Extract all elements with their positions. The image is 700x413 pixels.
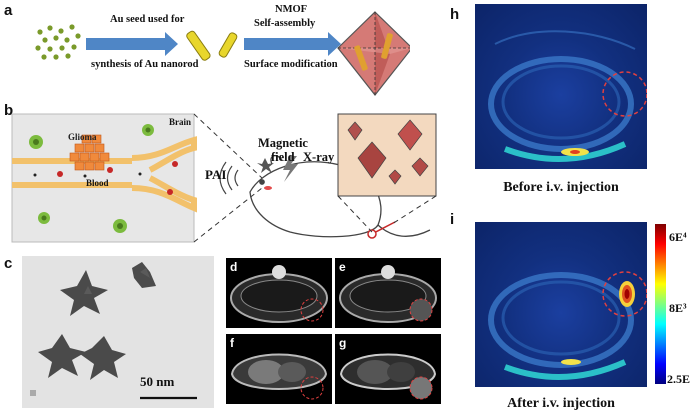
panel-label-g: g bbox=[339, 336, 347, 350]
panel-label-h: h bbox=[450, 6, 460, 23]
mouse-outline bbox=[249, 155, 431, 238]
neuron-cells bbox=[29, 124, 154, 233]
step2-text-1: NMOF bbox=[275, 4, 308, 15]
panel-label-e: e bbox=[339, 260, 346, 274]
scale-label: 50 nm bbox=[140, 374, 175, 389]
tem-image: 50 nm bbox=[22, 256, 214, 408]
xray-bolt-icon bbox=[283, 156, 298, 182]
caption-before: Before i.v. injection bbox=[503, 180, 619, 195]
panel-label-c: c bbox=[4, 255, 13, 272]
panel-label-f: f bbox=[230, 336, 234, 350]
magnetic-icon bbox=[257, 158, 274, 173]
step2-text-2: Self-assembly bbox=[254, 18, 316, 29]
magnetic-label-2: field bbox=[271, 150, 295, 164]
arrow-2 bbox=[244, 32, 341, 56]
panel-b-scheme bbox=[11, 113, 437, 243]
colorbar-mid-label: 8E³ bbox=[669, 301, 687, 315]
step1-text-1: Au seed used for bbox=[110, 14, 185, 25]
pai-label: PAI bbox=[205, 167, 227, 182]
ct-image-d: d bbox=[226, 258, 332, 328]
magnetic-label-1: Magnetic bbox=[258, 136, 308, 150]
nmof-octahedron bbox=[337, 11, 410, 96]
brain-label: Brain bbox=[169, 117, 192, 127]
glioma-label: Glioma bbox=[68, 132, 97, 142]
panel-label-d: d bbox=[230, 260, 238, 274]
arrow-1 bbox=[86, 32, 178, 56]
panel-label-b: b bbox=[4, 102, 14, 119]
pa-image-after bbox=[475, 222, 647, 387]
ct-image-e: e bbox=[335, 258, 441, 328]
colorbar-bottom-label: 2.5E bbox=[667, 372, 691, 386]
mri-image-f: f bbox=[226, 334, 332, 404]
xray-label: X-ray bbox=[303, 150, 335, 164]
step2-text-3: Surface modification bbox=[244, 59, 338, 70]
pai-waves bbox=[219, 161, 239, 195]
syringe-icon bbox=[367, 221, 396, 239]
pa-image-before bbox=[475, 4, 647, 169]
nanorods bbox=[186, 30, 238, 61]
panel-a-scheme bbox=[35, 11, 410, 96]
glioma-cells bbox=[69, 134, 110, 171]
nanoparticles bbox=[347, 119, 429, 185]
colorbar-top-label: 6E⁴ bbox=[669, 230, 687, 244]
step1-text-2: synthesis of Au nanorod bbox=[91, 59, 199, 70]
panel-label-a: a bbox=[4, 2, 13, 19]
colorbar bbox=[655, 224, 666, 384]
au-seed-dots bbox=[35, 24, 81, 60]
caption-after: After i.v. injection bbox=[507, 396, 615, 411]
panel-label-i: i bbox=[450, 211, 455, 228]
mouse-head-marker bbox=[264, 186, 272, 190]
mri-image-g: g bbox=[335, 334, 441, 404]
blood-label: Blood bbox=[86, 178, 109, 188]
